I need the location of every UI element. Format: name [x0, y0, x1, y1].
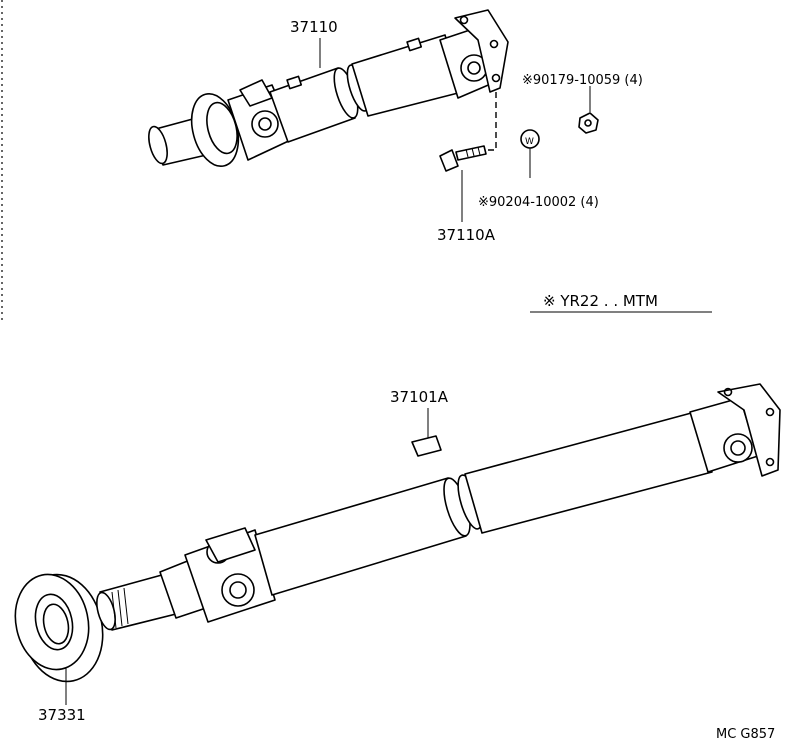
nut [578, 86, 599, 134]
label-upper-shaft: 37110 [290, 18, 338, 36]
label-bearing: 37331 [38, 706, 86, 724]
balance-weight [411, 435, 442, 457]
center-bearing [14, 573, 104, 683]
lower-propeller-shaft [96, 383, 781, 631]
label-balance-weight: 37101A [390, 388, 449, 406]
alignment-dashed-line [480, 92, 497, 151]
label-upper-shaft-sub: 37110A [437, 226, 496, 244]
label-bolt-part: ※90204-10002 (4) [478, 195, 599, 210]
figure-code: MC G857 [716, 727, 775, 742]
upper-propeller-shaft [148, 9, 509, 167]
washer-icon: W [520, 129, 540, 178]
label-nut-part: ※90179-10059 (4) [522, 73, 643, 88]
bolt [439, 145, 487, 172]
label-applicability-note: ※ YR22 . . MTM [543, 292, 658, 310]
svg-text:W: W [525, 137, 534, 147]
